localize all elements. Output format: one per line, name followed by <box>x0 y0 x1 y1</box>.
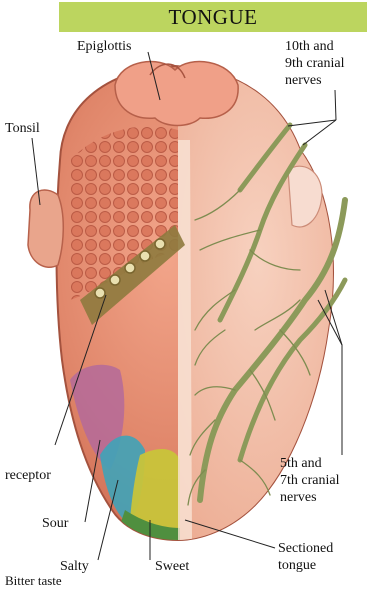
receptor-bud <box>155 239 165 249</box>
sectioned-tongue-label-line2: tongue <box>278 557 316 574</box>
cranial-10-9-label-line2: 9th cranial <box>285 55 344 72</box>
cranial-10-9-label-line1: 10th and <box>285 38 334 55</box>
cranial-5-7-label-line2: 7th cranial <box>280 472 339 489</box>
sour-label: Sour <box>42 515 68 532</box>
cranial-10-9-label-line3: nerves <box>285 72 322 89</box>
tonsil-label: Tonsil <box>5 120 40 137</box>
receptor-bud <box>95 288 105 298</box>
sweet-label: Sweet <box>155 558 189 575</box>
receptor-bud <box>110 275 120 285</box>
cranial-5-7-label-line3: nerves <box>280 489 317 506</box>
sectioned-half <box>178 60 372 560</box>
section-cut-edge <box>178 140 192 540</box>
sectioned-tongue-label-line1: Sectioned <box>278 540 333 557</box>
salty-label: Salty <box>60 558 89 575</box>
epiglottis-label: Epiglottis <box>77 38 131 55</box>
cranial-5-7-label-line1: 5th and <box>280 455 322 472</box>
receptor-bud <box>125 263 135 273</box>
bitter-taste-label: Bitter taste <box>5 572 62 589</box>
receptor-bud <box>140 251 150 261</box>
receptor-label: receptor <box>5 467 51 484</box>
